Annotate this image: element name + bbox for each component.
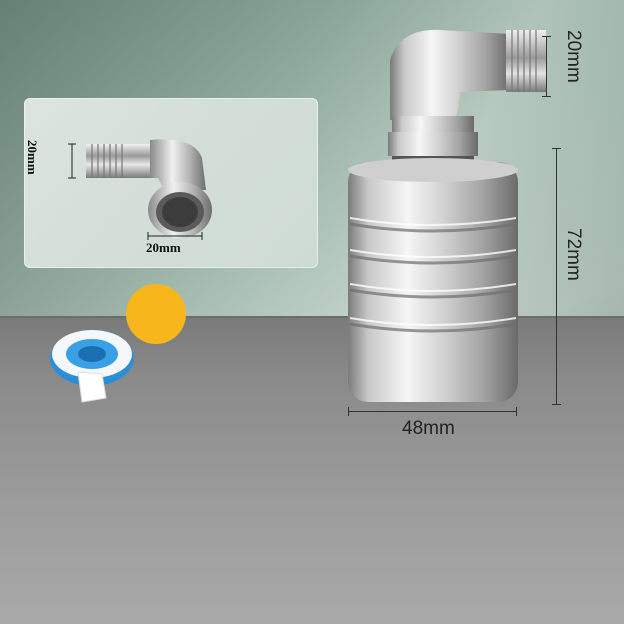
float-height-label: 72mm (563, 228, 584, 281)
elbow-height-label: 20mm (563, 30, 584, 83)
float-height-dim-tick-top (552, 148, 561, 149)
accent-dot (126, 284, 186, 344)
inset-elbow-image (68, 139, 212, 240)
elbow-height-dim-tick-top (542, 36, 551, 37)
ptfe-tape-roll-image (50, 330, 134, 403)
inset-height-label: 20mm (25, 140, 40, 175)
float-width-dim-line (348, 411, 516, 412)
float-valve-image (348, 29, 546, 402)
float-width-dim-tick-right (516, 407, 517, 416)
float-width-dim-tick-left (348, 407, 349, 416)
float-height-dim-line (556, 148, 557, 404)
elbow-height-dim-tick-bottom (542, 96, 551, 97)
float-height-dim-tick-bottom (552, 404, 561, 405)
inset-width-label: 20mm (146, 240, 181, 255)
float-width-label: 48mm (402, 418, 455, 439)
elbow-height-dim-line (546, 36, 547, 96)
